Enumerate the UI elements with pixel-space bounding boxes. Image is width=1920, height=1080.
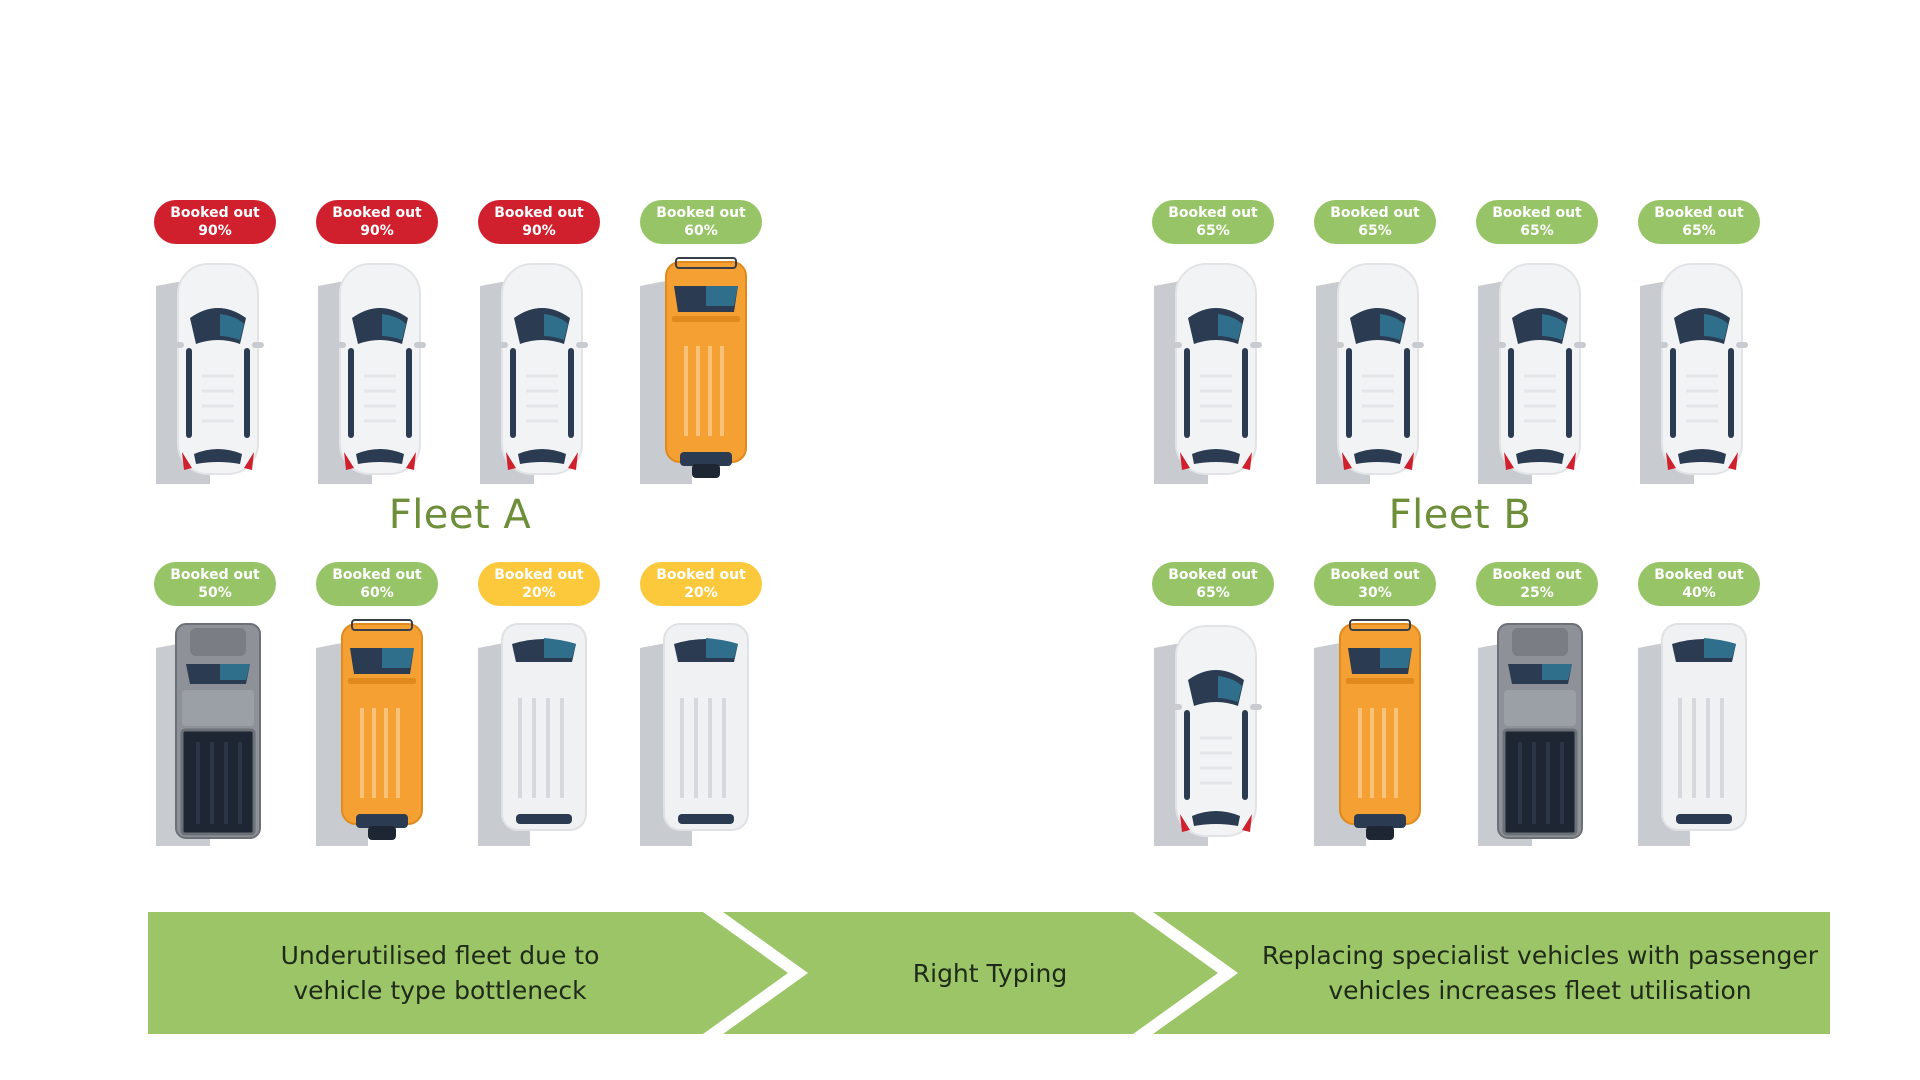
badge-label: Booked out [1330, 205, 1420, 221]
vehicle-slot-a: Booked out 20% [474, 562, 604, 862]
badge-label: Booked out [1654, 205, 1744, 221]
booking-badge: Booked out 65% [1638, 200, 1760, 244]
badge-label: Booked out [1492, 567, 1582, 583]
badge-label: Booked out [170, 567, 260, 583]
vehicle-slot-a: Booked out 50% [150, 562, 280, 862]
badge-percent: 90% [360, 223, 394, 239]
car-icon [1310, 256, 1440, 486]
banner-step1-text: Underutilised fleet due to vehicle type … [280, 941, 600, 1005]
car-icon [1148, 256, 1278, 486]
vehicle-slot-b: Booked out 65% [1148, 562, 1278, 862]
badge-label: Booked out [656, 205, 746, 221]
vehicle-slot-a: Booked out 60% [636, 200, 766, 500]
badge-label: Booked out [170, 205, 260, 221]
badge-percent: 60% [360, 585, 394, 601]
badge-percent: 20% [522, 585, 556, 601]
booking-badge: Booked out 50% [154, 562, 276, 606]
booking-badge: Booked out 65% [1476, 200, 1598, 244]
badge-label: Booked out [1168, 205, 1258, 221]
car-icon [1472, 256, 1602, 486]
badge-percent: 65% [1682, 223, 1716, 239]
booking-badge: Booked out 20% [640, 562, 762, 606]
booking-badge: Booked out 90% [478, 200, 600, 244]
pickup-icon [150, 618, 280, 848]
car-icon [474, 256, 604, 486]
badge-label: Booked out [494, 205, 584, 221]
car-icon [1634, 256, 1764, 486]
booking-badge: Booked out 30% [1314, 562, 1436, 606]
booking-badge: Booked out 90% [154, 200, 276, 244]
vehicle-slot-b: Booked out 65% [1634, 200, 1764, 500]
badge-percent: 90% [522, 223, 556, 239]
booking-badge: Booked out 90% [316, 200, 438, 244]
badge-label: Booked out [1492, 205, 1582, 221]
banner-step3-text: Replacing specialist vehicles with passe… [1261, 941, 1819, 1005]
banner-step2-arrow [723, 912, 1218, 1034]
vehicle-slot-a: Booked out 90% [312, 200, 442, 500]
badge-percent: 90% [198, 223, 232, 239]
booking-badge: Booked out 20% [478, 562, 600, 606]
vehicle-slot-a: Booked out 60% [312, 562, 442, 862]
booking-badge: Booked out 65% [1152, 562, 1274, 606]
van-icon [474, 618, 604, 848]
badge-label: Booked out [1168, 567, 1258, 583]
vehicle-slot-b: Booked out 65% [1472, 200, 1602, 500]
badge-percent: 40% [1682, 585, 1716, 601]
suv-icon [636, 256, 766, 486]
badge-percent: 25% [1520, 585, 1554, 601]
badge-percent: 65% [1358, 223, 1392, 239]
booking-badge: Booked out 40% [1638, 562, 1760, 606]
badge-percent: 65% [1196, 585, 1230, 601]
badge-label: Booked out [656, 567, 746, 583]
booking-badge: Booked out 65% [1152, 200, 1274, 244]
process-banner [148, 912, 1830, 1034]
banner-step2-text: Right Typing [912, 958, 1068, 988]
badge-percent: 20% [684, 585, 718, 601]
banner-step1-arrow [148, 912, 788, 1034]
badge-percent: 30% [1358, 585, 1392, 601]
vehicle-slot-b: Booked out 65% [1148, 200, 1278, 500]
vehicle-slot-b: Booked out 40% [1634, 562, 1764, 862]
vehicle-slot-a: Booked out 90% [474, 200, 604, 500]
booking-badge: Booked out 25% [1476, 562, 1598, 606]
booking-badge: Booked out 60% [316, 562, 438, 606]
fleet-b-title: Fleet B [1388, 492, 1532, 538]
vehicle-slot-b: Booked out 65% [1310, 200, 1440, 500]
badge-label: Booked out [1654, 567, 1744, 583]
badge-label: Booked out [1330, 567, 1420, 583]
car-icon [1148, 618, 1278, 848]
badge-label: Booked out [332, 205, 422, 221]
badge-percent: 65% [1196, 223, 1230, 239]
car-icon [312, 256, 442, 486]
suv-icon [1310, 618, 1440, 848]
badge-percent: 50% [198, 585, 232, 601]
fleet-a-title: Fleet A [388, 492, 532, 538]
booking-badge: Booked out 60% [640, 200, 762, 244]
vehicle-slot-b: Booked out 30% [1310, 562, 1440, 862]
vehicle-slot-b: Booked out 25% [1472, 562, 1602, 862]
badge-label: Booked out [332, 567, 422, 583]
badge-percent: 60% [684, 223, 718, 239]
car-icon [150, 256, 280, 486]
van-icon [636, 618, 766, 848]
suv-icon [312, 618, 442, 848]
pickup-icon [1472, 618, 1602, 848]
vehicle-slot-a: Booked out 90% [150, 200, 280, 500]
booking-badge: Booked out 65% [1314, 200, 1436, 244]
badge-percent: 65% [1520, 223, 1554, 239]
banner-step3-arrow [1153, 912, 1830, 1034]
van-icon [1634, 618, 1764, 848]
vehicle-slot-a: Booked out 20% [636, 562, 766, 862]
badge-label: Booked out [494, 567, 584, 583]
